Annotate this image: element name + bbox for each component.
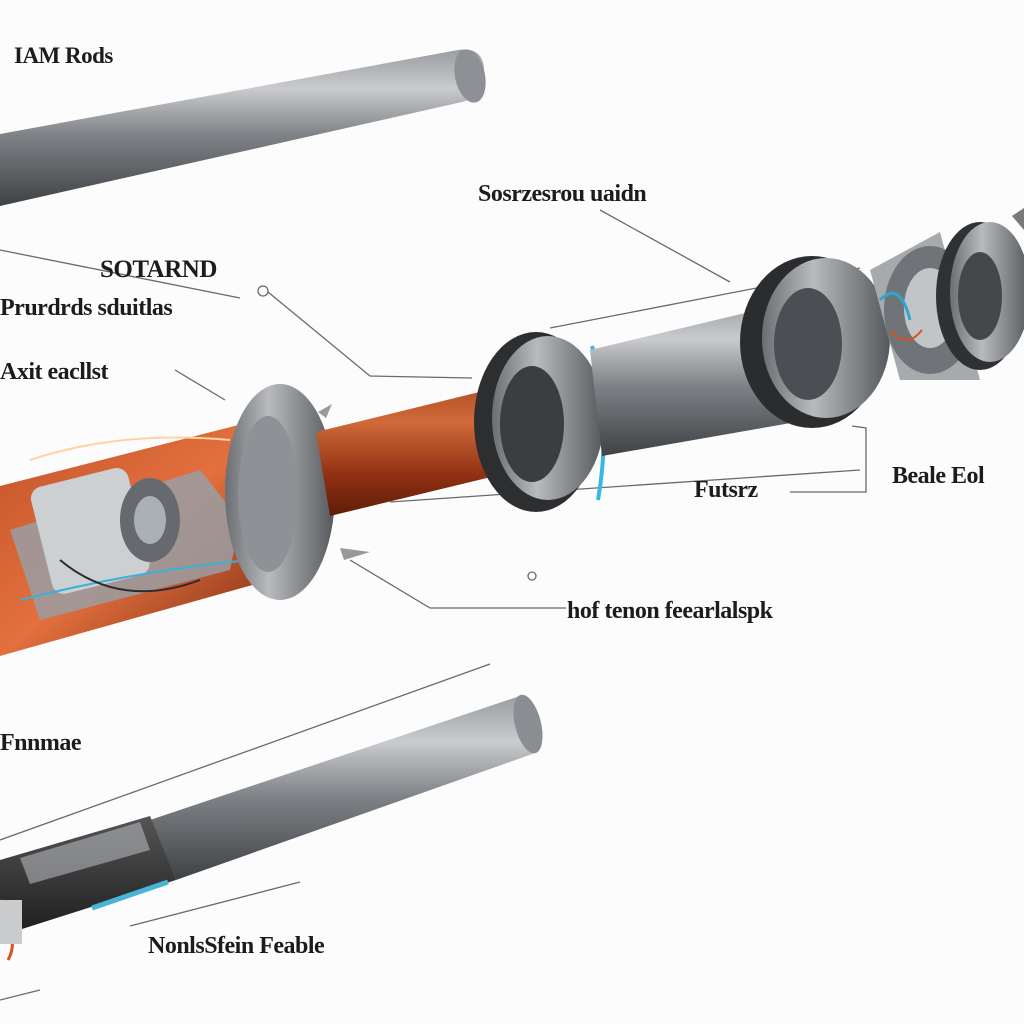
top-rod [0, 49, 486, 206]
end-cap-assembly [870, 208, 1024, 380]
label-hof-tenon: hof tenon feearlalspk [567, 598, 773, 624]
bearing-ring-right [740, 256, 890, 428]
label-nonslsfein: NonlsSfein Feable [148, 933, 325, 959]
label-beale: Beale Eol [892, 463, 985, 489]
cutaway-housing [0, 420, 274, 656]
flange-ring-left [225, 384, 370, 600]
label-futsrz: Futsrz [694, 477, 758, 503]
label-axitenclist: Axit eacllst [0, 359, 108, 385]
label-fnnnmae: Fnnmae [0, 730, 82, 756]
label-prurdrds: Prurdrds sduitlas [0, 295, 173, 321]
bottom-rod [0, 694, 543, 961]
bearing-ring-middle [474, 332, 606, 512]
leader-lines [0, 209, 867, 1001]
label-sotarnd: SOTARND [100, 256, 217, 283]
label-iam-rods: IAM Rods [14, 43, 113, 68]
label-sosrzesrou: Sosrzesrou uaidn [478, 181, 647, 207]
